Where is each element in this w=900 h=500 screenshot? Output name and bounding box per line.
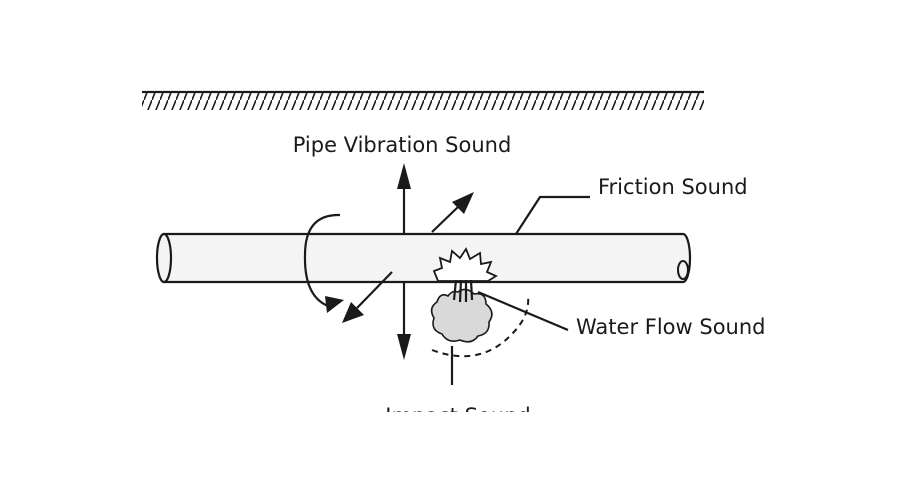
pipe-body bbox=[162, 232, 692, 284]
arrow-diagonal-down-icon bbox=[342, 302, 364, 323]
arrow-diagonal-up-icon bbox=[452, 192, 474, 214]
impact-sound-label: Impact Sound bbox=[385, 404, 530, 428]
impact-label-group: Impact Sound bbox=[385, 404, 530, 428]
pipe-vibration-sound-label: Pipe Vibration Sound bbox=[293, 133, 512, 157]
pipe bbox=[155, 232, 692, 284]
friction-sound-label: Friction Sound bbox=[598, 175, 748, 199]
friction-leader-line bbox=[515, 195, 590, 235]
rotation-arrow-icon bbox=[325, 296, 344, 313]
ceiling bbox=[142, 90, 704, 110]
pipe-left-end bbox=[155, 232, 173, 284]
rotation-arc bbox=[303, 213, 341, 308]
water-blob bbox=[430, 288, 493, 343]
arrow-up-icon bbox=[397, 163, 411, 189]
impact-dashed-arc bbox=[431, 295, 530, 358]
flow-streaks bbox=[452, 279, 474, 303]
water-burst bbox=[432, 247, 498, 282]
arrow-down-icon bbox=[397, 334, 411, 360]
vibration-line-diagonal-down bbox=[356, 271, 393, 309]
ceiling-hatching bbox=[142, 92, 704, 110]
water-flow-leader-line bbox=[477, 290, 569, 332]
water-flow-sound-label: Water Flow Sound bbox=[576, 315, 766, 339]
vibration-line-diagonal-up bbox=[431, 206, 459, 233]
pipe-right-end-inner bbox=[677, 260, 689, 280]
